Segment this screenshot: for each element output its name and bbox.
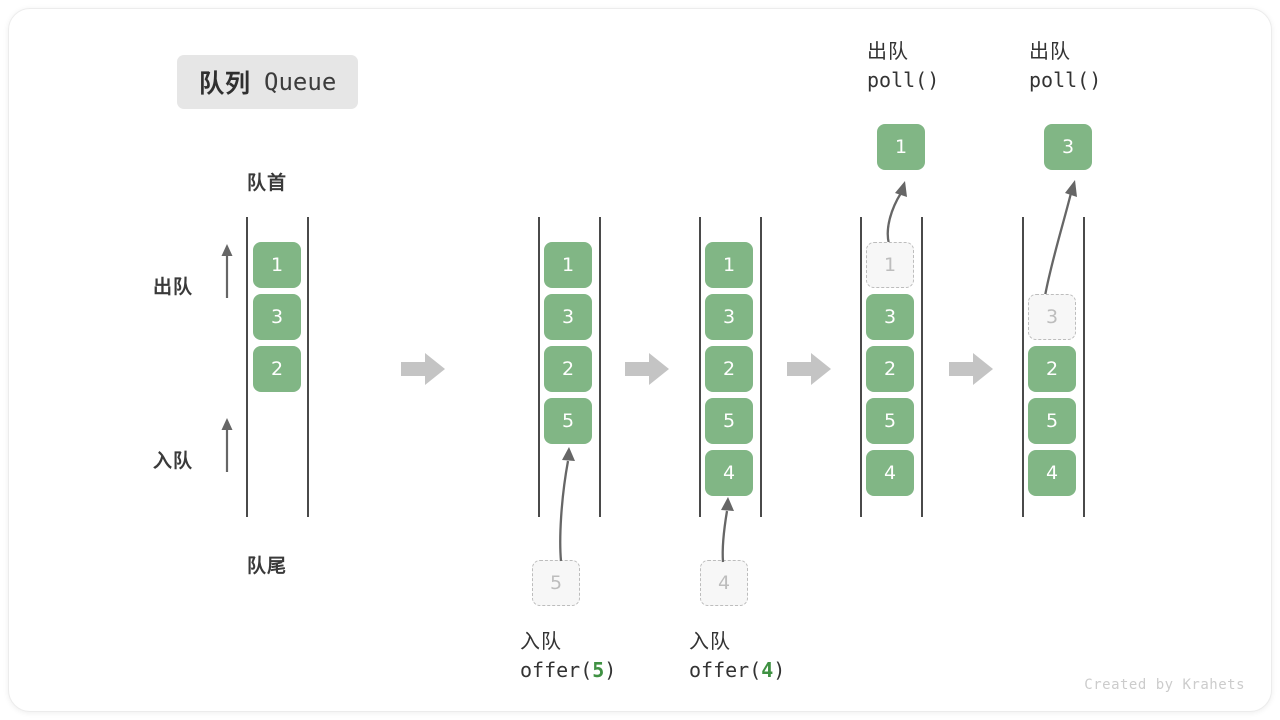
queue-element: 1 [253, 242, 301, 288]
rail-left-col4 [860, 217, 862, 517]
dequeue-curve-arrow [1043, 180, 1077, 297]
incoming-element-ghost: 5 [532, 560, 580, 606]
operation-name: 入队 [689, 631, 731, 653]
rail-left-col1 [246, 217, 248, 517]
queue-element: 1 [705, 242, 753, 288]
queue-element: 5 [866, 398, 914, 444]
rail-right-col4 [921, 217, 923, 517]
operation-code: poll() [1029, 68, 1102, 92]
enqueue-curve-arrow [721, 497, 734, 563]
enqueue-operation-label-col3: 入队 offer(4) [689, 629, 785, 685]
operation-code: poll() [867, 68, 940, 92]
queue-element-new: 4 [705, 450, 753, 496]
queue-element: 4 [866, 450, 914, 496]
flow-arrow-icon [949, 353, 993, 385]
flow-arrow-icon [787, 353, 831, 385]
queue-element: 2 [253, 346, 301, 392]
queue-element: 5 [705, 398, 753, 444]
operation-name: 出队 [1029, 41, 1071, 63]
rail-right-col3 [760, 217, 762, 517]
queue-element: 2 [705, 346, 753, 392]
queue-element: 2 [1028, 346, 1076, 392]
queue-element-removed: 1 [866, 242, 914, 288]
flow-arrow-icon [401, 353, 445, 385]
dequeue-operation-label-col5: 出队 poll() [1029, 39, 1101, 95]
queue-element: 2 [544, 346, 592, 392]
queue-element: 4 [1028, 450, 1076, 496]
dequeue-operation-label-col4: 出队 poll() [867, 39, 939, 95]
footer-credit: Created by Krahets [1084, 677, 1245, 693]
head-label: 队首 [247, 173, 288, 194]
rail-left-col3 [699, 217, 701, 517]
queue-element: 3 [253, 294, 301, 340]
enqueue-operation-label-col2: 入队 offer(5) [520, 629, 616, 685]
flow-arrow-icon [625, 353, 669, 385]
operation-code: offer(5) [520, 658, 617, 682]
diagram-title-badge: 队列 Queue [177, 55, 359, 109]
enqueue-label-col1: 入队 [153, 451, 194, 472]
tail-label: 队尾 [247, 556, 288, 577]
queue-element: 2 [866, 346, 914, 392]
incoming-element-ghost: 4 [700, 560, 748, 606]
rail-right-col1 [307, 217, 309, 517]
dequeue-direction-arrow [221, 244, 233, 298]
rail-right-col5 [1083, 217, 1085, 517]
queue-element: 5 [1028, 398, 1076, 444]
enqueue-direction-arrow [221, 418, 233, 472]
rail-left-col5 [1022, 217, 1024, 517]
operation-name: 出队 [867, 41, 909, 63]
dequeue-label-col1: 出队 [153, 277, 194, 298]
queue-element: 3 [544, 294, 592, 340]
operation-name: 入队 [520, 631, 562, 653]
rail-left-col2 [538, 217, 540, 517]
polled-element: 3 [1044, 124, 1092, 170]
queue-element-new: 5 [544, 398, 592, 444]
title-chinese: 队列 [199, 70, 252, 98]
polled-element: 1 [877, 124, 925, 170]
queue-element: 3 [866, 294, 914, 340]
diagram-card: 队列 Queue 队首 队尾 出队 入队 1 3 2 1 3 2 5 5 入队 … [8, 8, 1272, 712]
enqueue-curve-arrow [559, 447, 575, 562]
operation-code: offer(4) [689, 658, 786, 682]
queue-element: 3 [705, 294, 753, 340]
dequeue-curve-arrow [886, 181, 907, 245]
queue-element-removed: 3 [1028, 294, 1076, 340]
rail-right-col2 [599, 217, 601, 517]
queue-element: 1 [544, 242, 592, 288]
title-english: Queue [264, 68, 337, 96]
